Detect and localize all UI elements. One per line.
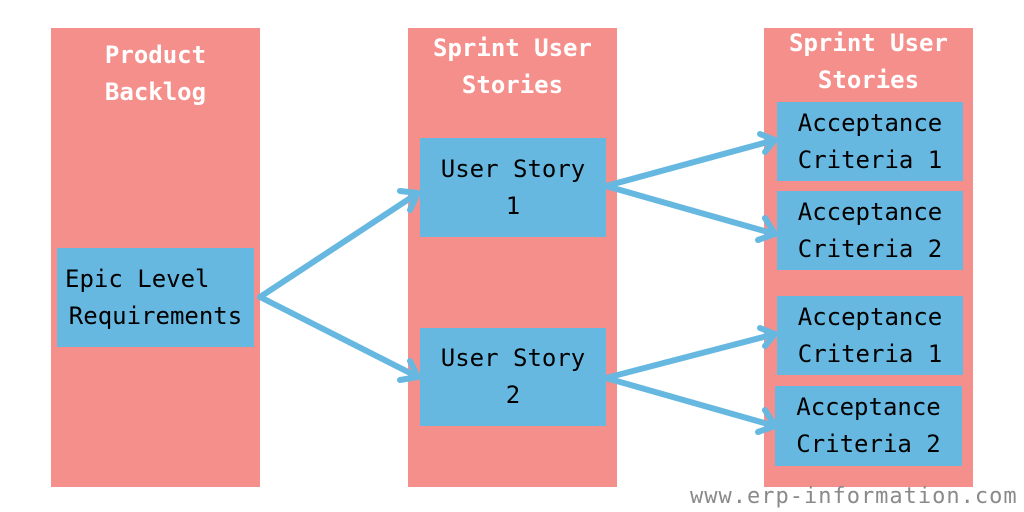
arrow-epic-to-story1 — [257, 188, 421, 300]
box-line: Epic Level — [65, 264, 210, 293]
arrow-story1-to-criteria2 — [603, 183, 778, 243]
arrow-story2-to-criteria1 — [603, 325, 778, 381]
arrow-epic-to-story2 — [257, 294, 421, 383]
box-line: 1 — [505, 191, 521, 220]
acceptance-criteria-box: Acceptance Criteria 1 — [777, 296, 963, 375]
box-line: Criteria 1 — [797, 145, 943, 174]
arrow-story1-to-criteria1 — [603, 131, 778, 189]
box-line: User Story — [440, 154, 586, 183]
box-line: Acceptance — [796, 393, 941, 421]
user-story-2-box: User Story 2 — [420, 328, 606, 426]
acceptance-criteria-box: Acceptance Criteria 2 — [775, 386, 962, 466]
column-title: Sprint User Stories — [789, 29, 948, 94]
box-line: Criteria 2 — [797, 234, 943, 263]
box-line: Criteria 2 — [796, 430, 941, 458]
box-line: Criteria 1 — [797, 339, 943, 368]
column-title: Product Backlog — [104, 41, 207, 106]
epic-requirements-box: Epic Level Requirements — [57, 248, 254, 347]
box-line: Requirements — [68, 301, 243, 330]
box-line: Acceptance — [797, 197, 943, 226]
box-line: User Story — [440, 344, 586, 372]
box-line: Acceptance — [797, 108, 943, 137]
user-story-1-box: User Story 1 — [420, 138, 606, 237]
arrow-story2-to-criteria2 — [603, 375, 778, 435]
acceptance-criteria-box: Acceptance Criteria 2 — [777, 191, 963, 270]
watermark: www.erp-information.com — [690, 484, 1018, 509]
column-title: Sprint User Stories — [433, 34, 592, 99]
box-line: 2 — [505, 381, 521, 409]
box-line: Acceptance — [797, 302, 943, 331]
acceptance-criteria-box: Acceptance Criteria 1 — [777, 102, 963, 181]
